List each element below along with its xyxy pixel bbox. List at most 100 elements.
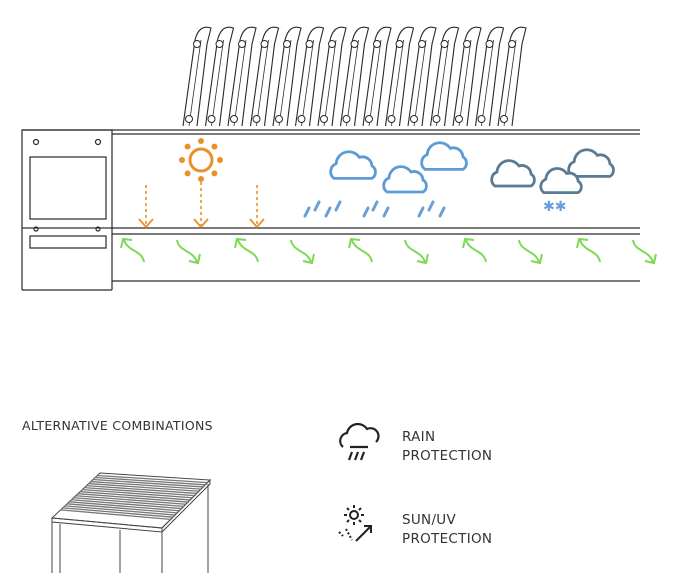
louver-blade bbox=[272, 26, 302, 127]
sun-ray bbox=[184, 170, 191, 177]
rain-drop bbox=[334, 200, 342, 212]
airflow-arrow bbox=[176, 239, 198, 263]
rain-drop bbox=[438, 206, 446, 218]
louver-blade bbox=[429, 26, 460, 127]
roof-slat bbox=[71, 499, 182, 510]
rain-protection-label: RAIN PROTECTION bbox=[402, 428, 492, 466]
airflow-arrow bbox=[237, 239, 259, 263]
airflow-arrow bbox=[518, 239, 540, 263]
louver-blade bbox=[384, 26, 415, 127]
svg-text:✱✱: ✱✱ bbox=[543, 199, 566, 215]
airflow-arrow-head bbox=[416, 253, 429, 265]
cloud-icon bbox=[420, 141, 468, 171]
sun-icon bbox=[179, 138, 223, 182]
rain-drop bbox=[362, 206, 370, 218]
sun-ray bbox=[198, 176, 204, 182]
sun-arrow-head bbox=[193, 218, 209, 229]
sun-ray bbox=[184, 143, 191, 150]
rain-drop bbox=[313, 200, 321, 212]
rain-drop bbox=[382, 206, 390, 218]
sun-uv-label-line1: SUN/UV bbox=[402, 512, 457, 528]
louver-blade bbox=[317, 26, 347, 127]
pergola-isometric-sketch bbox=[50, 472, 212, 573]
sun-ray bbox=[179, 157, 185, 163]
louver-blade bbox=[362, 26, 392, 127]
sun-ray bbox=[211, 170, 218, 177]
airflow-arrow-head bbox=[120, 237, 133, 249]
roof-slat bbox=[92, 478, 204, 488]
airflow-arrow bbox=[579, 239, 601, 263]
sun-ray bbox=[198, 138, 204, 144]
airflow-arrow bbox=[632, 239, 654, 263]
louver-blade bbox=[249, 26, 280, 127]
roof-slat bbox=[77, 493, 188, 503]
rain-drop bbox=[427, 200, 435, 212]
sun-uv-label-line2: PROTECTION bbox=[402, 531, 493, 547]
airflow-arrow bbox=[290, 239, 312, 263]
louver-blade bbox=[204, 26, 235, 127]
rain-drop bbox=[371, 200, 379, 212]
cloud-icons bbox=[329, 141, 615, 194]
airflow-arrow-head bbox=[348, 237, 361, 249]
pergola-beam bbox=[22, 129, 640, 282]
roof-slat bbox=[95, 476, 206, 486]
airflow-arrow-head bbox=[302, 253, 315, 265]
roof-slat bbox=[84, 486, 195, 497]
alternative-combinations-title: ALTERNATIVE COMBINATIONS bbox=[22, 418, 213, 433]
roof-slat bbox=[64, 505, 176, 516]
airflow-arrow-head bbox=[530, 253, 543, 265]
sun-uv-icon bbox=[338, 505, 372, 542]
louver-blade bbox=[227, 26, 257, 127]
roof-slat bbox=[88, 482, 199, 492]
airflow-arrow bbox=[123, 239, 145, 263]
cloud-icon bbox=[329, 150, 377, 180]
louver-blade bbox=[294, 26, 325, 127]
sun-ray-arrows bbox=[138, 182, 265, 229]
roof-slat bbox=[62, 507, 173, 518]
roof-slat bbox=[60, 509, 171, 521]
sun-uv-protection-label: SUN/UV PROTECTION bbox=[402, 511, 492, 549]
roof-slat bbox=[69, 501, 180, 512]
airflow-arrow-head bbox=[644, 253, 657, 265]
rain-drop bbox=[324, 206, 332, 218]
louver-blade bbox=[474, 26, 505, 127]
louver-blade bbox=[452, 26, 482, 127]
louver-blade bbox=[182, 26, 212, 127]
rain-drop bbox=[417, 206, 425, 218]
louver-blade bbox=[339, 26, 370, 127]
roof-slat bbox=[80, 491, 191, 501]
louver-blade bbox=[407, 26, 437, 127]
rain-cloud-icon bbox=[339, 422, 380, 461]
rain-drops bbox=[303, 200, 446, 218]
sun-arrow-head bbox=[249, 218, 265, 229]
airflow-arrows bbox=[120, 237, 657, 265]
rain-drop bbox=[303, 206, 311, 218]
airflow-arrow-head bbox=[234, 237, 247, 249]
airflow-arrow-head bbox=[576, 237, 589, 249]
sun-ray bbox=[217, 157, 223, 163]
roof-slat bbox=[86, 484, 197, 495]
roof-slat bbox=[75, 495, 186, 505]
airflow-arrow-head bbox=[188, 253, 201, 265]
roof-slat bbox=[73, 497, 184, 508]
snowflake-icons: ✱✱ bbox=[543, 199, 566, 215]
sun-arrow-head bbox=[138, 218, 154, 229]
cloud-icon bbox=[567, 148, 615, 178]
louver-blades bbox=[182, 26, 527, 127]
roof-slat bbox=[90, 480, 201, 490]
airflow-arrow-head bbox=[462, 237, 475, 249]
rain-label-line1: RAIN bbox=[402, 429, 436, 445]
cloud-icon bbox=[382, 165, 428, 194]
airflow-arrow bbox=[465, 239, 487, 263]
louver-blade bbox=[497, 26, 527, 127]
sun-ray bbox=[211, 143, 218, 150]
rain-label-line2: PROTECTION bbox=[402, 448, 493, 464]
roof-slat bbox=[82, 489, 193, 499]
roof-slat bbox=[97, 474, 208, 484]
roof-slat bbox=[67, 503, 178, 514]
airflow-arrow bbox=[404, 239, 426, 263]
cloud-icon bbox=[490, 159, 536, 188]
pergola-post bbox=[21, 129, 113, 291]
airflow-arrow bbox=[351, 239, 373, 263]
